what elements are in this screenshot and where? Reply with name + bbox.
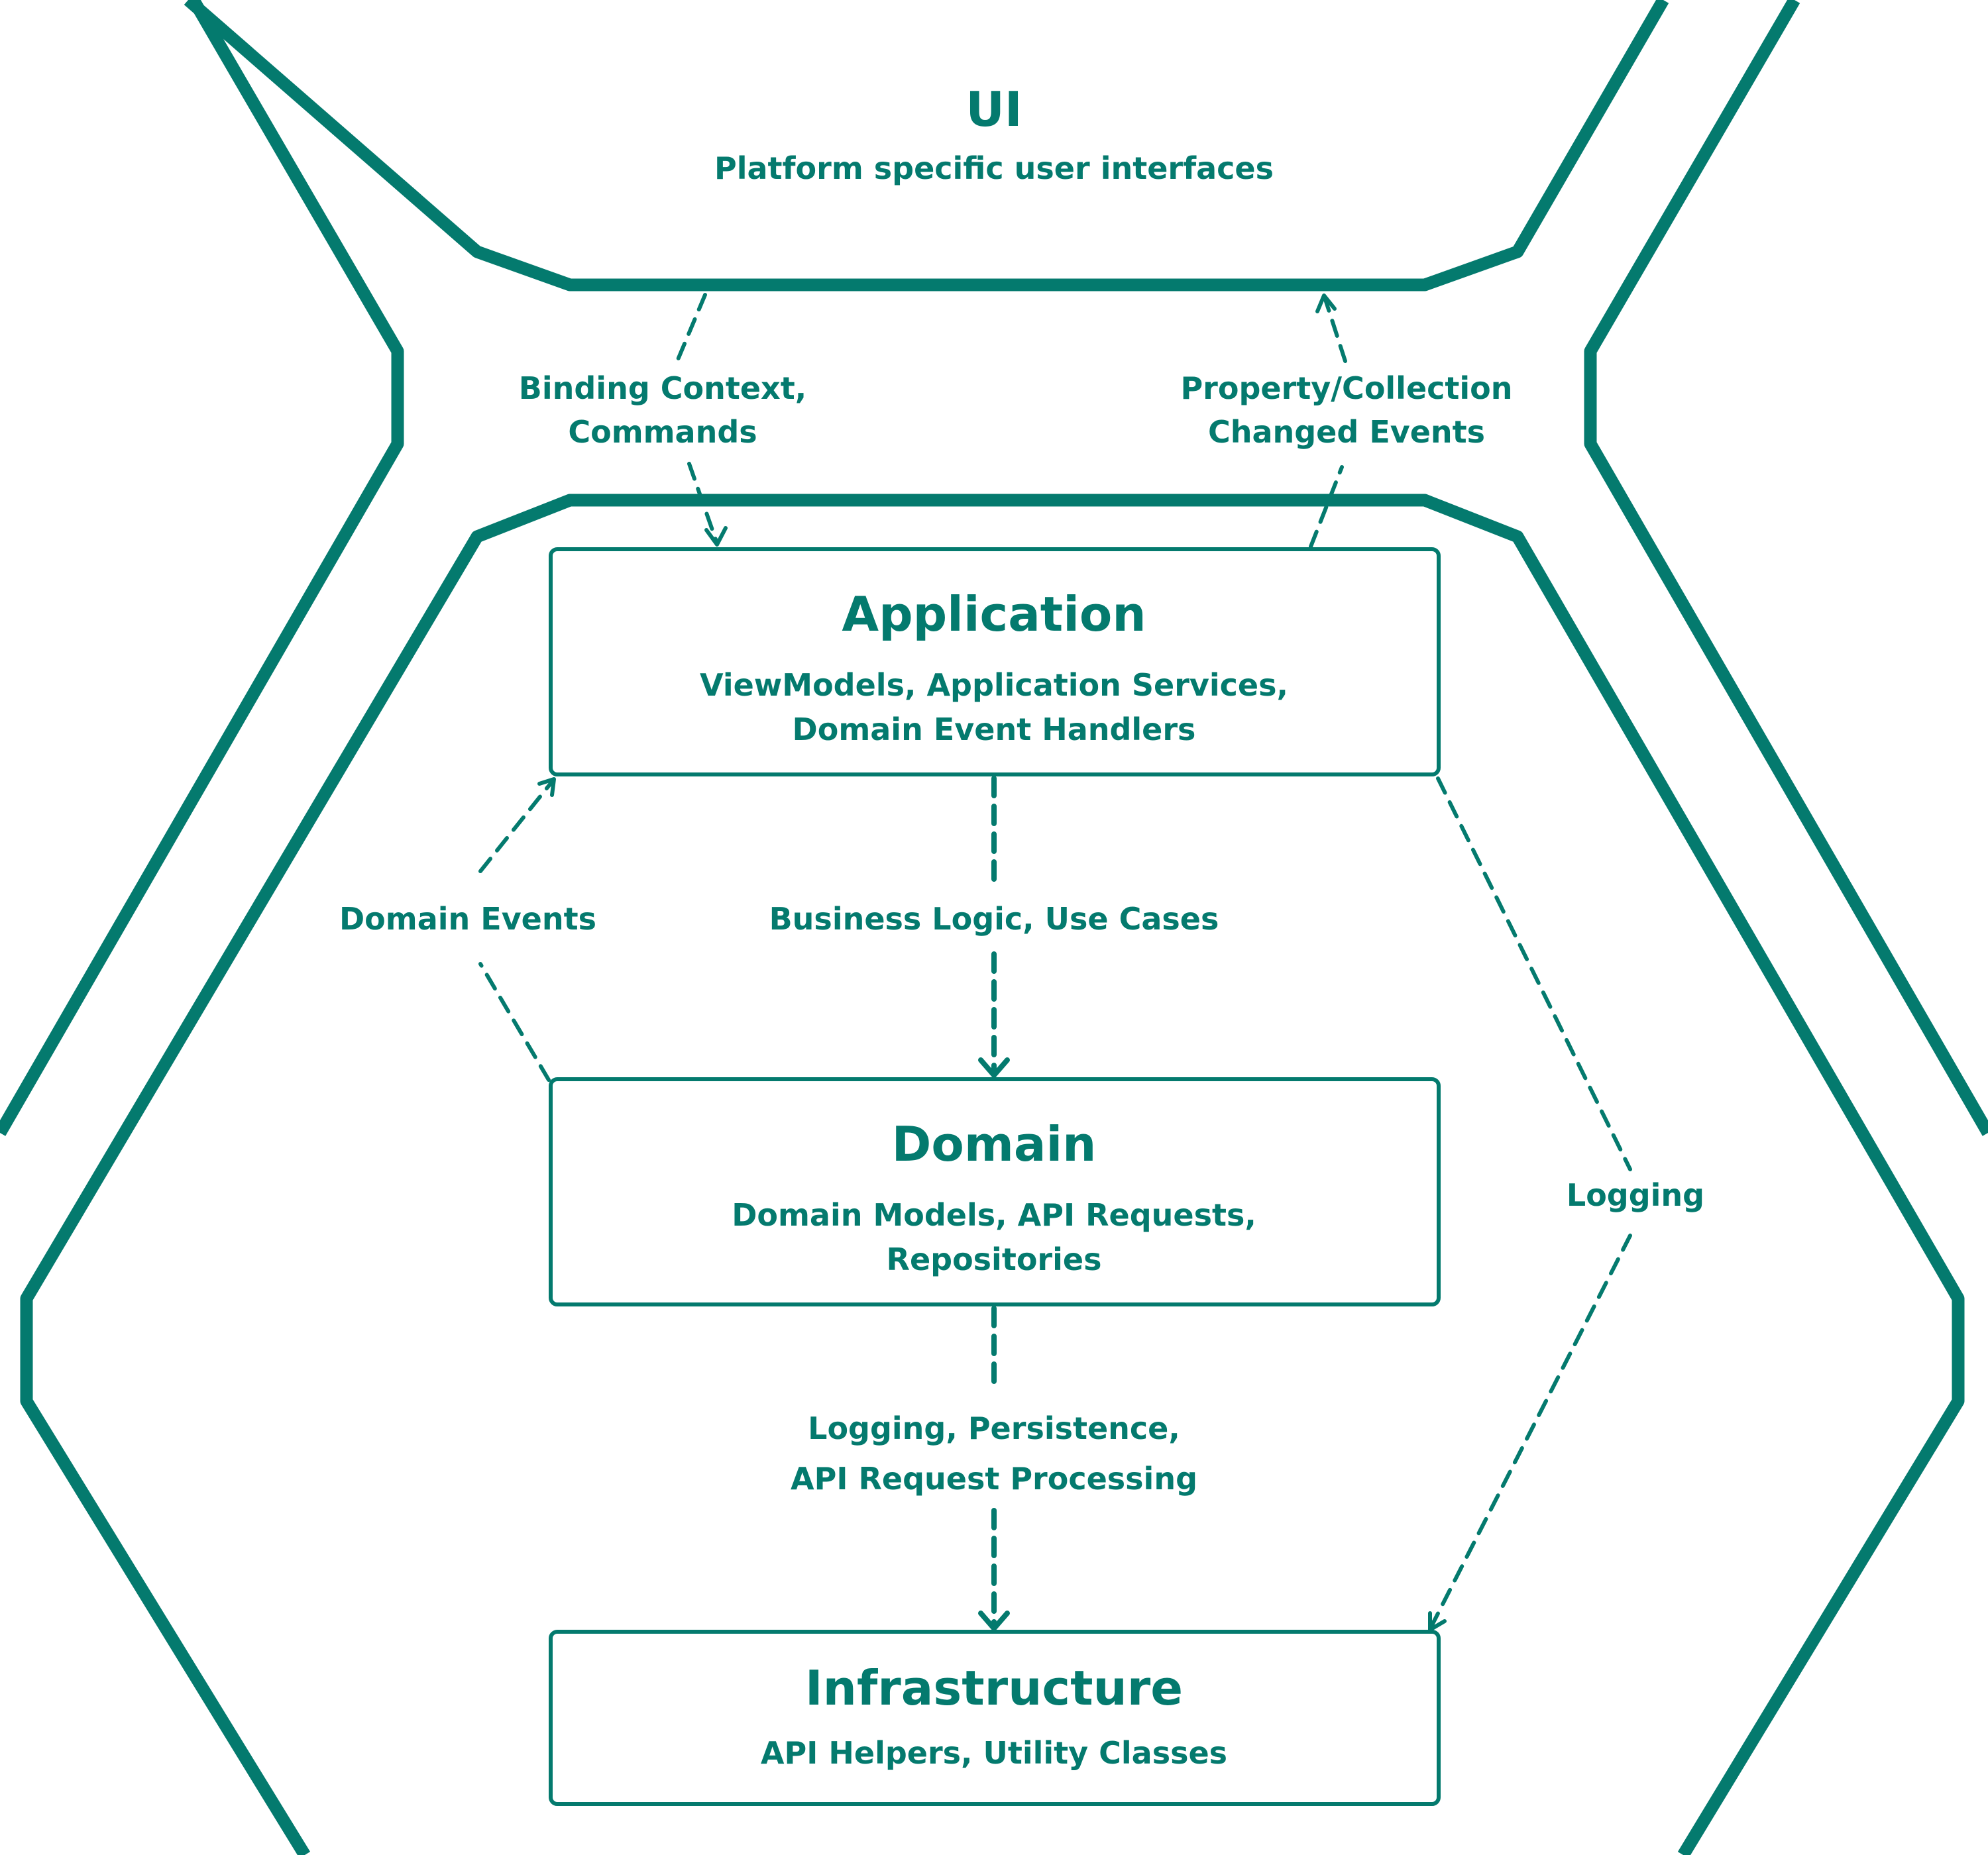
property-changed-arrow bbox=[1309, 297, 1347, 549]
logging-arrowhead bbox=[1428, 1611, 1447, 1632]
ui-hexagon-outline bbox=[184, 0, 1669, 292]
domain-layer-box bbox=[549, 1077, 1441, 1306]
domain-events-arrow bbox=[478, 780, 554, 1082]
binding-context-label-line1: Binding Context, bbox=[519, 370, 806, 406]
logging-label: Logging bbox=[1567, 1177, 1704, 1213]
ui-subtitle: Platform specific user interfaces bbox=[714, 150, 1274, 186]
property-changed-label-line2: Changed Events bbox=[1208, 414, 1485, 450]
application-description-line2: Domain Event Handlers bbox=[793, 712, 1196, 747]
core-hexagon-outline bbox=[20, 494, 1965, 1855]
infrastructure-title: Infrastructure bbox=[805, 1660, 1183, 1716]
ui-title: UI bbox=[966, 81, 1022, 137]
application-title: Application bbox=[842, 586, 1146, 642]
right-hexagon-outline bbox=[1584, 0, 1988, 1136]
business-logic-arrowhead bbox=[978, 1057, 1010, 1078]
binding-context-arrowhead bbox=[704, 526, 728, 547]
infrastructure-description-line1: API Helpers, Utility Classes bbox=[761, 1735, 1227, 1771]
binding-context-label-line2: Commands bbox=[568, 414, 757, 450]
persistence-label-line2: API Request Processing bbox=[791, 1461, 1197, 1497]
domain-events-arrowhead bbox=[537, 777, 556, 797]
application-description-line1: ViewModels, Application Services, bbox=[700, 667, 1288, 703]
logging-arrow bbox=[1429, 776, 1632, 1628]
binding-context-arrow bbox=[675, 293, 719, 545]
domain-description-line1: Domain Models, API Requests, bbox=[732, 1197, 1256, 1233]
persistence-arrowhead bbox=[978, 1611, 1010, 1631]
application-layer-box bbox=[549, 547, 1441, 776]
domain-events-label: Domain Events bbox=[339, 901, 596, 937]
infrastructure-layer-box bbox=[549, 1630, 1441, 1806]
left-hexagon-outline bbox=[0, 0, 404, 1136]
property-changed-arrowhead bbox=[1315, 293, 1337, 313]
property-changed-label-line1: Property/Collection bbox=[1180, 370, 1512, 406]
business-logic-label: Business Logic, Use Cases bbox=[769, 901, 1219, 937]
domain-description-line2: Repositories bbox=[887, 1242, 1102, 1277]
persistence-label-line1: Logging, Persistence, bbox=[808, 1410, 1180, 1446]
domain-title: Domain bbox=[892, 1116, 1097, 1172]
